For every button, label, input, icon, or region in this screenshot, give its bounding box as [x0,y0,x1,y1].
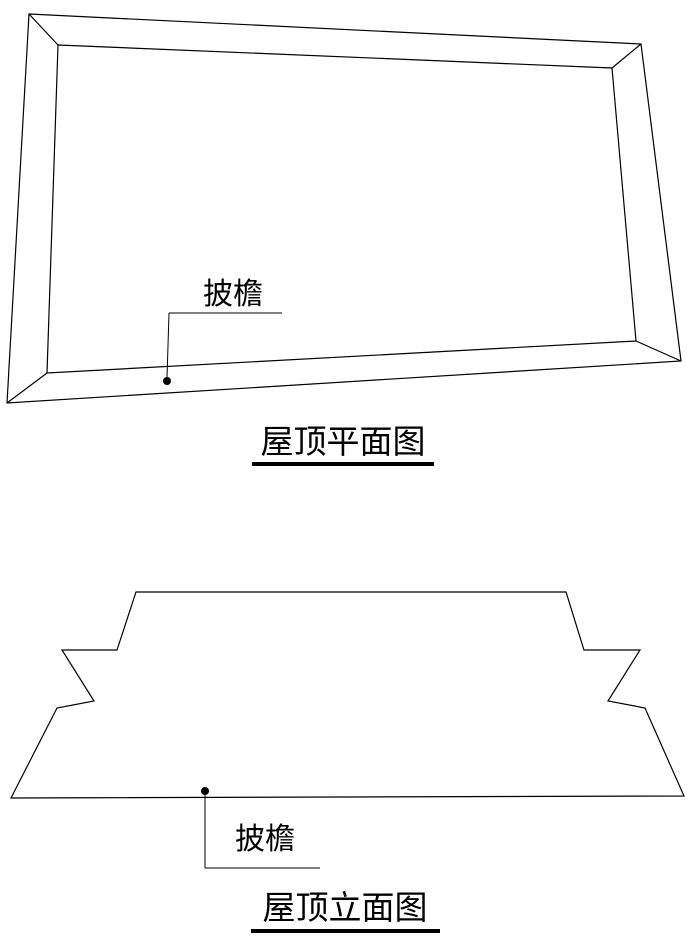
plan-hip-line-bottom-right [635,340,682,362]
plan-leader-dot [163,377,171,385]
elevation-leader-dot [201,787,209,795]
plan-title: 屋顶平面图 [261,425,426,461]
plan-eave-label: 披檐 [203,278,263,311]
roof-elevation-view: 披檐 屋顶立面图 [10,591,685,933]
elevation-roof-profile-outline [10,591,685,799]
plan-hip-line-top-right [611,43,642,69]
elevation-eave-label: 披檐 [235,823,295,856]
plan-leader-vertical-line [166,312,170,379]
plan-inner-ridge-outline [46,44,637,374]
plan-hip-line-top-left [28,13,59,46]
plan-outer-eave-outline [6,13,682,404]
elevation-title: 屋顶立面图 [263,890,428,927]
roof-plan-view: 披檐 屋顶平面图 [6,13,682,466]
plan-hip-line-bottom-left [6,372,48,404]
